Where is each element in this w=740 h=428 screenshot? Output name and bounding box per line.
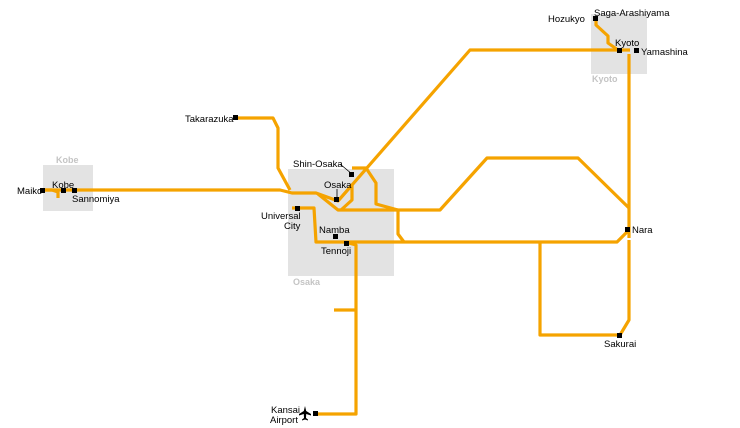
station-marker-sakurai[interactable] [617,333,622,338]
route-osaka-higashi [352,166,406,243]
airplane-icon [299,406,311,421]
station-labels: Saga-Arashiyama Hozukyo Kyoto Yamashina … [17,8,689,426]
label-takarazuka: Takarazuka [185,114,234,125]
station-marker-kansai-airport[interactable] [313,411,318,416]
station-marker-kobe[interactable] [61,188,66,193]
route-yamatoji [345,228,631,244]
label-osaka: Osaka [324,180,352,191]
label-hozukyo: Hozukyo [548,14,585,25]
stations [40,16,639,416]
station-marker-shin-osaka[interactable] [349,172,354,177]
route-sagano [594,19,619,52]
station-marker-kyoto[interactable] [617,48,622,53]
label-kyoto: Kyoto [615,38,639,49]
station-marker-maiko[interactable] [40,188,45,193]
region-kyoto [591,14,647,74]
label-kobe: Kobe [52,180,74,191]
route-sakurai [538,240,631,337]
route-takarazuka [236,116,292,191]
station-marker-yamashina[interactable] [634,48,639,53]
station-marker-osaka[interactable] [334,197,339,202]
label-nara: Nara [632,225,653,236]
label-saga-arashiyama: Saga-Arashiyama [594,8,670,19]
rail-routes [42,19,631,416]
region-kobe [43,165,93,211]
label-universal-city-line1: Universal [261,211,301,222]
label-universal-city-line2: City [284,221,301,232]
route-shin-osaka-south [336,183,354,212]
station-marker-namba[interactable] [333,234,338,239]
route-kansai-airport [317,240,358,416]
station-marker-hozukyo[interactable] [593,16,598,21]
region-label-osaka: Osaka [293,277,321,287]
label-kansai-airport-line1: Kansai [271,405,300,416]
station-marker-takarazuka[interactable] [233,115,238,120]
route-universal [292,206,345,244]
label-namba: Namba [319,225,350,236]
station-marker-tennoji[interactable] [344,241,349,246]
label-kansai-airport-line2: Airport [270,415,298,426]
region-label-kobe: Kobe [56,155,79,165]
label-tennoji: Tennoji [321,246,351,257]
label-maiko: Maiko [17,186,42,197]
label-sakurai: Sakurai [604,339,636,350]
label-shin-osaka: Shin-Osaka [293,159,343,170]
label-yamashina: Yamashina [641,47,689,58]
route-maiko-stub [42,188,60,198]
route-kobe-osaka-kyoto [42,48,630,203]
station-marker-nara[interactable] [625,227,630,232]
route-osaka-loop-east [317,156,631,212]
station-marker-sannomiya[interactable] [72,188,77,193]
region-label-kyoto: Kyoto [592,74,618,84]
station-marker-universal-city[interactable] [295,206,300,211]
label-sannomiya: Sannomiya [72,194,120,205]
